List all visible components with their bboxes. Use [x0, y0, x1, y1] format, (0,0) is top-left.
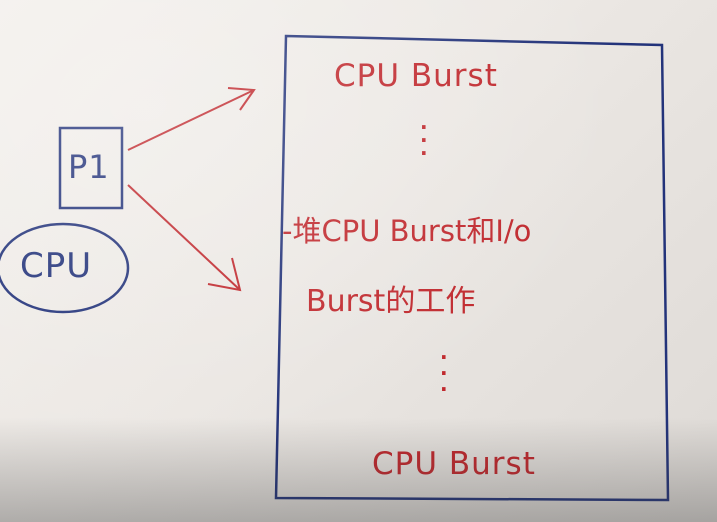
cpu-burst-top: CPU Burst [334, 58, 498, 94]
lower-arrow-shaft [127, 184, 241, 291]
ellipsis-bottom: . . . [440, 340, 449, 396]
ellipsis-top: . . . [420, 110, 429, 160]
program-box [274, 34, 670, 502]
cpu-oval [0, 222, 130, 314]
mixed-burst-line-2: Burst的工作 [306, 284, 476, 319]
process-label: P1 [68, 148, 110, 186]
upper-arrow-head [227, 87, 256, 111]
mixed-burst-line-1: -堆CPU Burst和I/o [282, 214, 532, 248]
process-box [58, 126, 124, 210]
cpu-label: CPU [20, 246, 93, 286]
lower-arrow-head [207, 257, 242, 292]
upper-arrow-shaft [127, 89, 255, 151]
cpu-burst-bottom: CPU Burst [372, 446, 536, 482]
